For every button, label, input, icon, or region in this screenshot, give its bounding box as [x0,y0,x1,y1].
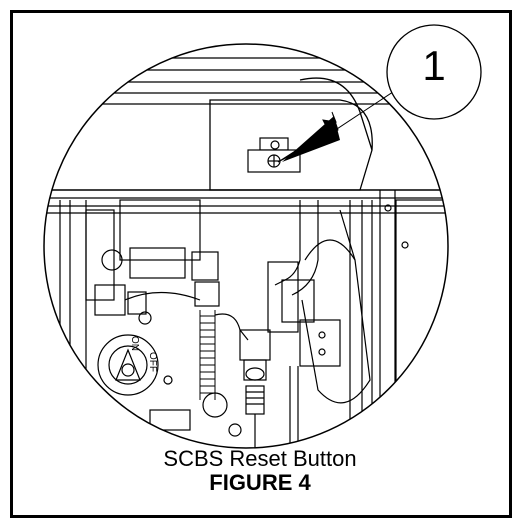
detail-view [43,43,449,449]
switch-on-label: ON [129,336,140,351]
switch-off-label: OFF [147,352,158,372]
callout-circle [386,24,482,120]
reset-button-detail [247,137,301,173]
callout-number: 1 [422,42,446,89]
figure-label: FIGURE 4 [209,470,311,495]
caption-title: SCBS Reset Button [163,446,357,471]
